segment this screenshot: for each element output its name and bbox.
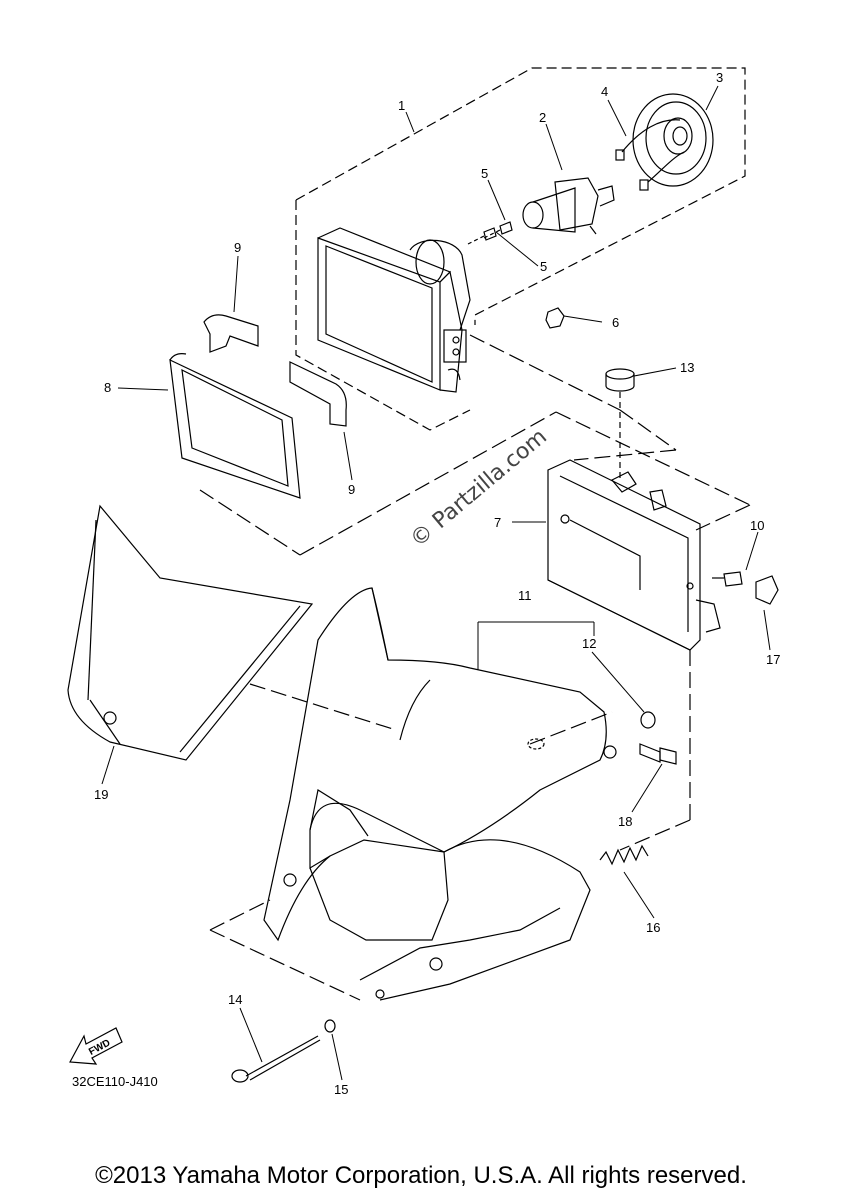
callout-label: 11 (518, 588, 532, 603)
callout-label: 17 (766, 652, 780, 667)
bracket-bolt (712, 571, 743, 587)
callout-label: 10 (750, 518, 764, 533)
headlight-bulb (522, 177, 615, 235)
callout-label: 9 (234, 240, 241, 255)
gasket-frame (169, 353, 301, 499)
callout-label: 9 (348, 482, 355, 497)
headlight-bracket (547, 459, 721, 651)
callout-label: 16 (646, 920, 660, 935)
callout-leaders (101, 85, 771, 1081)
callout-label: 3 (716, 70, 723, 85)
callout-label: 15 (334, 1082, 348, 1097)
cowl-bolt (639, 743, 677, 765)
callout-label: 19 (94, 787, 108, 802)
diagram-code: 32CE110-J410 (72, 1074, 158, 1089)
screw (467, 221, 513, 245)
bulb-socket-cover (632, 93, 714, 187)
callout-label: 4 (601, 84, 608, 99)
watermark: © Partzilla.com (406, 424, 552, 552)
callout-label: 2 (539, 110, 546, 125)
callout-label: 12 (582, 636, 596, 651)
callout-labels: 1 2 3 4 5 5 6 13 9 8 9 7 10 11 12 17 19 … (94, 70, 780, 1097)
wire-clip (615, 119, 685, 191)
front-cowl (263, 587, 617, 1001)
clip (755, 575, 779, 605)
callout-label: 8 (104, 380, 111, 395)
nut (545, 307, 565, 329)
side-cover (67, 504, 314, 761)
callout-label: 5 (481, 166, 488, 181)
washer (324, 1019, 336, 1033)
headlight-assembly-box (295, 67, 746, 431)
long-bolt (231, 1035, 321, 1083)
grommet (605, 368, 635, 478)
callout-label: 14 (228, 992, 242, 1007)
spring (599, 844, 649, 866)
leader-lines (199, 334, 751, 1001)
callout-label: 5 (540, 259, 547, 274)
callout-label: 18 (618, 814, 632, 829)
headlight-unit (317, 227, 471, 393)
damper (203, 314, 347, 427)
fwd-arrow-icon (69, 1027, 123, 1065)
callout-label: 7 (494, 515, 501, 530)
callout-label: 1 (398, 98, 405, 113)
fwd-label: FWD (87, 1038, 112, 1058)
callout-label: 13 (680, 360, 694, 375)
copyright-notice: ©2013 Yamaha Motor Corporation, U.S.A. A… (95, 1162, 747, 1189)
collar (640, 711, 656, 729)
callout-label: 6 (612, 315, 619, 330)
